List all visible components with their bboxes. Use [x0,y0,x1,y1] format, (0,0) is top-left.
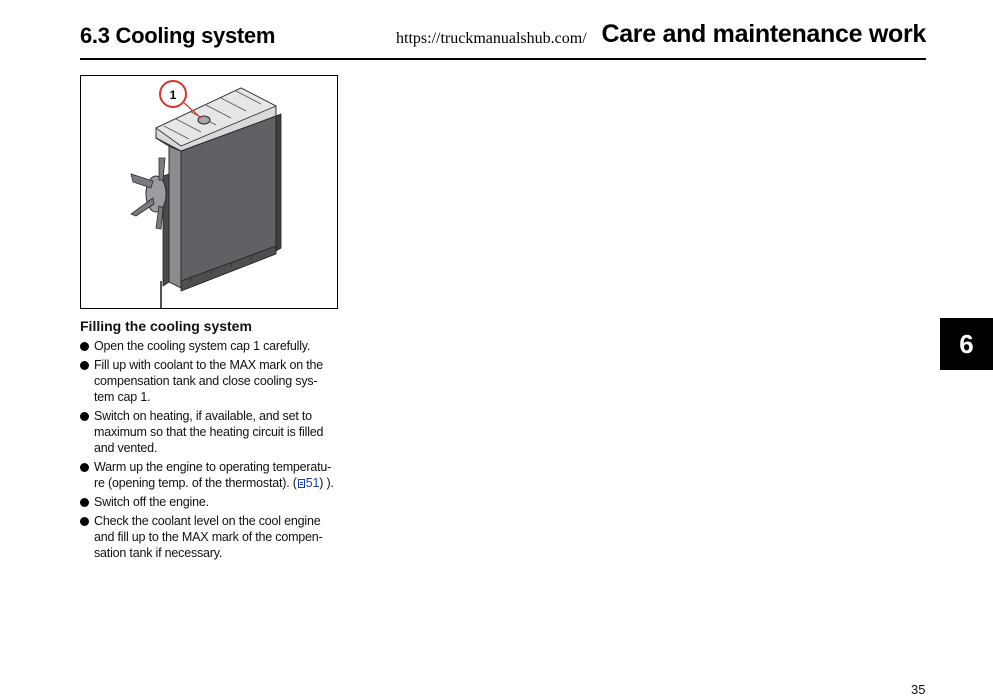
page-reference-icon [297,479,305,488]
source-url: https://truckmanualshub.com/ [396,30,587,47]
list-item: Warm up the engine to operating temperat… [80,459,350,491]
bullet-icon [80,497,89,507]
callout-label: 1 [170,88,177,102]
list-item: Open the cooling system cap 1 carefully. [80,338,350,354]
page-number: 35 [911,682,926,697]
bullet-icon [80,462,89,472]
list-item: Switch on heating, if available, and set… [80,408,350,456]
radiator-illustration: 1 [80,75,338,309]
list-item: Switch off the engine. [80,494,350,510]
list-item: Fill up with coolant to the MAX mark on … [80,357,350,405]
procedure-steps: Open the cooling system cap 1 carefully.… [80,338,350,564]
callout-1-marker [159,80,187,108]
procedure-title: Filling the cooling system [80,318,252,334]
header-divider [80,58,926,60]
chapter-title: Care and maintenance work [601,20,926,48]
bullet-icon [80,516,89,526]
bullet-icon [80,360,89,370]
section-heading: 6.3 Cooling system [80,23,276,48]
chapter-tab[interactable]: 6 [940,318,993,370]
list-item: Check the coolant level on the cool engi… [80,513,350,561]
bullet-icon [80,341,89,351]
bullet-icon [80,411,89,421]
radiator-drawing: 1 [130,80,282,308]
page-reference-link[interactable]: 51 [305,476,320,490]
